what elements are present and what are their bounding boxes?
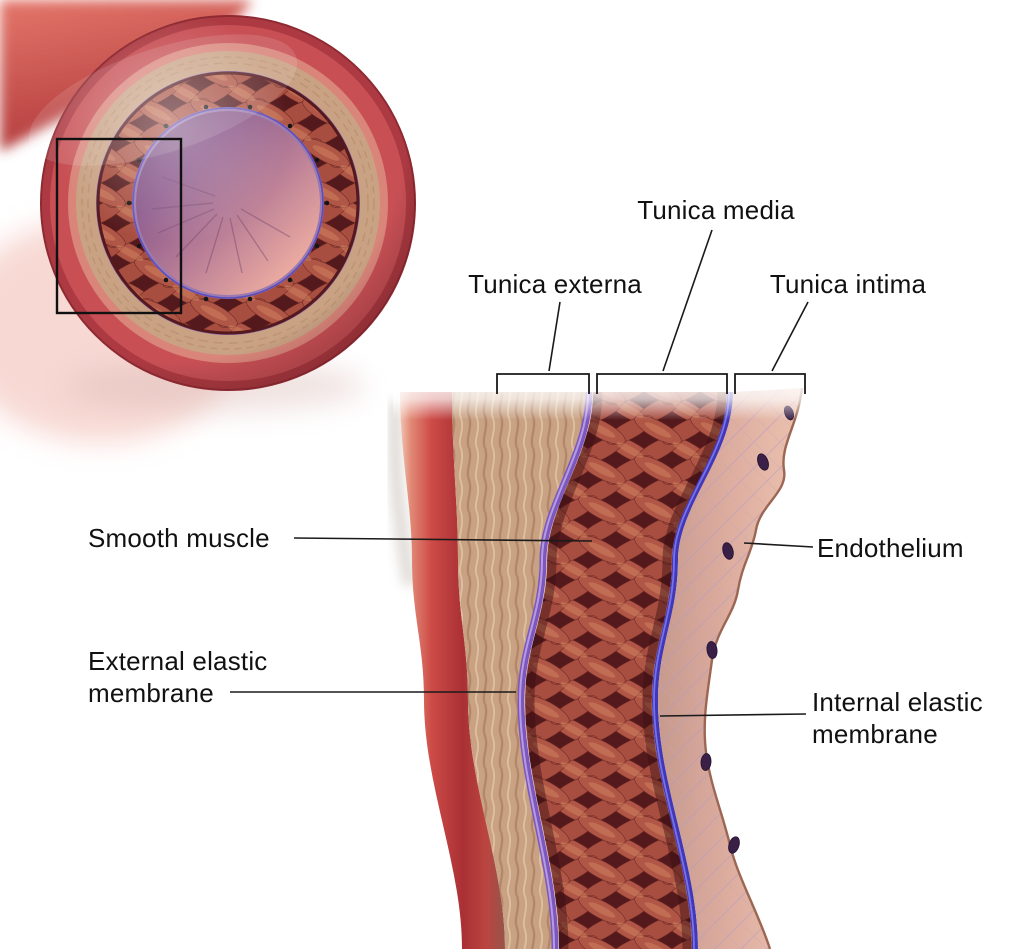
zoom-region-rectangle: [55, 137, 183, 315]
tunica-intima-leader-line: [771, 301, 809, 372]
tunica-media-bracket: [596, 373, 728, 394]
tunica-externa-leader-line: [548, 301, 561, 372]
endothelial-nucleus: [706, 641, 718, 659]
label-smooth-muscle: Smooth muscle: [88, 523, 270, 553]
tunica-externa-bracket: [496, 373, 590, 394]
internal-elastic-membrane-leader-line: [659, 713, 807, 717]
smooth-muscle-leader-line: [293, 537, 593, 542]
label-tunica-externa: Tunica externa: [468, 269, 642, 299]
endothelial-nucleus: [700, 753, 712, 771]
annotation-lines: [230, 229, 814, 717]
label-endothelium: Endothelium: [817, 533, 964, 563]
strip-top-fade: [393, 374, 811, 420]
label-external-elastic-membrane: External elastic membrane: [88, 646, 268, 709]
endothelial-nucleus: [728, 836, 740, 854]
tunica-intima-bracket: [734, 373, 806, 394]
endothelium-leader-line: [743, 542, 814, 548]
endothelial-nucleus: [757, 453, 769, 471]
tunica-externa-fibers: [452, 392, 586, 949]
label-internal-elastic-membrane: Internal elastic membrane: [812, 687, 983, 750]
endothelial-nucleus: [722, 542, 734, 560]
tunica-intima-mesh: [658, 388, 802, 949]
strip-left-shadow: [389, 401, 416, 587]
magnified-wall-section: [400, 387, 804, 949]
outer-red-layer: [400, 392, 505, 949]
label-tunica-media: Tunica media: [637, 195, 795, 225]
label-tunica-intima: Tunica intima: [769, 269, 927, 299]
tunica-media-leader-line: [662, 229, 713, 372]
